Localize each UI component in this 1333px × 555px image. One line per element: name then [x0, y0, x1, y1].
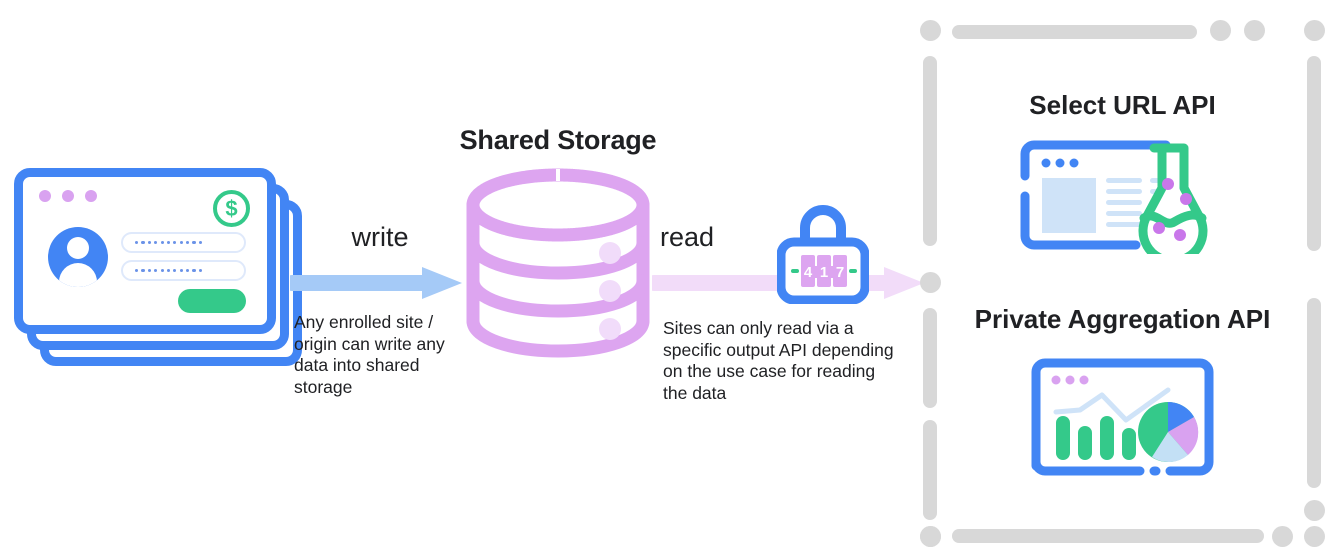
stacked-login-cards-icon: $ — [14, 168, 304, 368]
lock-digit-3: 7 — [836, 264, 844, 281]
frame-bar-right-1 — [1307, 56, 1321, 251]
write-arrow-label: write — [351, 222, 409, 252]
frame-dot-t2 — [1244, 20, 1265, 41]
frame-dot-tr — [1304, 20, 1325, 41]
frame-bar-bottom — [952, 529, 1264, 543]
frame-bar-top — [952, 25, 1197, 39]
frame-bar-left-1 — [923, 56, 937, 246]
avatar-head — [67, 237, 89, 259]
frame-dot-right-mid — [1304, 500, 1325, 521]
write-arrow — [290, 267, 462, 299]
frame-bar-left-2 — [923, 308, 937, 408]
window-dot-1 — [39, 190, 51, 202]
avatar — [48, 227, 108, 287]
api-card-private-aggregation: Private Aggregation API — [920, 304, 1325, 335]
frame-dot-t1 — [1210, 20, 1231, 41]
api-title-select-url: Select URL API — [1029, 90, 1216, 120]
frame-dot-left-mid — [920, 272, 941, 293]
frame-bar-right-2 — [1307, 298, 1321, 488]
window-dot-3 — [85, 190, 97, 202]
write-caption: Any enrolled site / origin can write any… — [294, 312, 445, 397]
avatar-body — [59, 263, 97, 287]
browser-with-charts-icon — [1031, 358, 1214, 476]
api-title-private-aggregation: Private Aggregation API — [974, 304, 1271, 334]
database-cylinder-icon — [466, 168, 650, 358]
password-field[interactable] — [121, 260, 246, 281]
page-title: Shared Storage — [459, 125, 657, 155]
login-submit-button[interactable] — [178, 289, 246, 313]
window-dot-2 — [62, 190, 74, 202]
lock-digit-2: 1 — [820, 264, 828, 281]
username-masked-text — [135, 240, 202, 245]
frame-dot-tl — [920, 20, 941, 41]
read-caption: Sites can only read via a specific outpu… — [663, 318, 894, 403]
api-card-select-url: Select URL API — [920, 90, 1325, 121]
password-masked-text — [135, 268, 202, 273]
frame-bar-left-3 — [923, 420, 937, 520]
frame-dot-br — [1304, 526, 1325, 547]
frame-dot-bottom-r — [1272, 526, 1293, 547]
username-field[interactable] — [121, 232, 246, 253]
read-arrow-label: read — [660, 222, 715, 252]
login-card-front: $ — [14, 168, 276, 334]
frame-dot-bottom-l — [920, 526, 941, 547]
lock-digit-1: 4 — [804, 264, 813, 281]
output-apis-panel: Select URL API — [920, 8, 1325, 547]
dollar-badge-icon: $ — [213, 190, 250, 227]
combination-padlock-icon: 4 1 7 — [777, 205, 869, 304]
browser-with-flask-icon — [1020, 140, 1208, 254]
window-control-dots — [39, 190, 97, 202]
